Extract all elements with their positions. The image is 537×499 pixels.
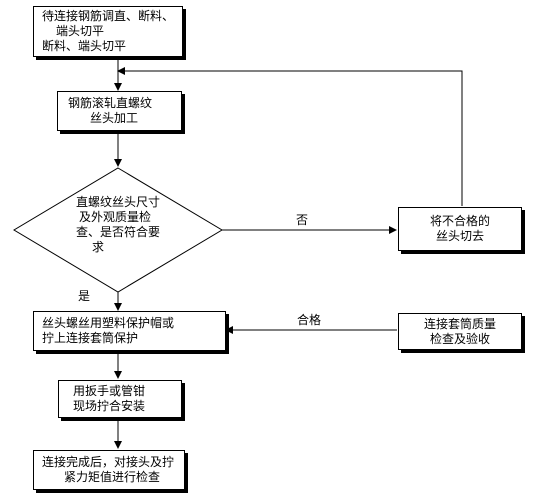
- label-yes: 是: [78, 289, 91, 303]
- label-no: 否: [296, 213, 309, 227]
- step-onsite-assembly: 用扳手或管钳 现场拧合安装: [58, 380, 182, 418]
- decision-line-2: 及外观质量检: [78, 210, 151, 224]
- label-pass: 合格: [297, 313, 322, 327]
- step-prepare-rebar-line-3: 断料、端头切平: [42, 39, 127, 53]
- step-onsite-assembly-line-1: 用扳手或管钳: [73, 384, 146, 398]
- step-prepare-rebar: 待连接钢筋调直、断料、 端头切平 断料、端头切平: [33, 6, 183, 57]
- step-sleeve-inspection-line-2: 检查及验收: [429, 331, 490, 346]
- step-torque-check-line-2: 紧力矩值进行检查: [64, 470, 161, 484]
- decision-line-4: 求: [91, 240, 104, 254]
- arrow-reject-loop-back: [117, 67, 463, 206]
- step-prepare-rebar-line-1: 待连接钢筋调直、断料、: [42, 9, 175, 23]
- step-thread-rolling-line-1: 钢筋滚轧直螺纹: [68, 96, 153, 110]
- step-thread-rolling-line-2: 丝头加工: [90, 111, 139, 125]
- step-sleeve-inspection: 连接套筒质量 检查及验收: [398, 313, 522, 350]
- step-onsite-assembly-line-2: 现场拧合安装: [73, 399, 146, 413]
- step-protect-thread-line-2: 拧上连接套筒保护: [42, 331, 139, 345]
- step-cut-defective: 将不合格的 丝头切去: [398, 207, 522, 251]
- step-sleeve-inspection-line-1: 连接套筒质量: [423, 316, 496, 331]
- decision-text-block: 直螺纹丝头尺寸及外观质量检查、是否符合要求: [60, 195, 176, 255]
- step-protect-thread: 丝头螺丝用塑料保护帽或 拧上连接套筒保护: [33, 311, 226, 351]
- decision-line-3: 查、是否符合要: [75, 225, 160, 239]
- step-torque-check: 连接完成后，对接头及拧 紧力矩值进行检查: [33, 450, 185, 490]
- step-cut-defective-line-1: 将不合格的: [429, 214, 490, 228]
- step-thread-rolling: 钢筋滚轧直螺纹 丝头加工: [57, 91, 182, 131]
- step-torque-check-line-1: 连接完成后，对接头及拧: [42, 455, 175, 469]
- step-prepare-rebar-line-2: 端头切平: [56, 24, 105, 38]
- step-protect-thread-line-1: 丝头螺丝用塑料保护帽或: [42, 316, 175, 330]
- step-cut-defective-line-2: 丝头切去: [435, 229, 484, 243]
- decision-line-1: 直螺纹丝头尺寸: [75, 195, 160, 209]
